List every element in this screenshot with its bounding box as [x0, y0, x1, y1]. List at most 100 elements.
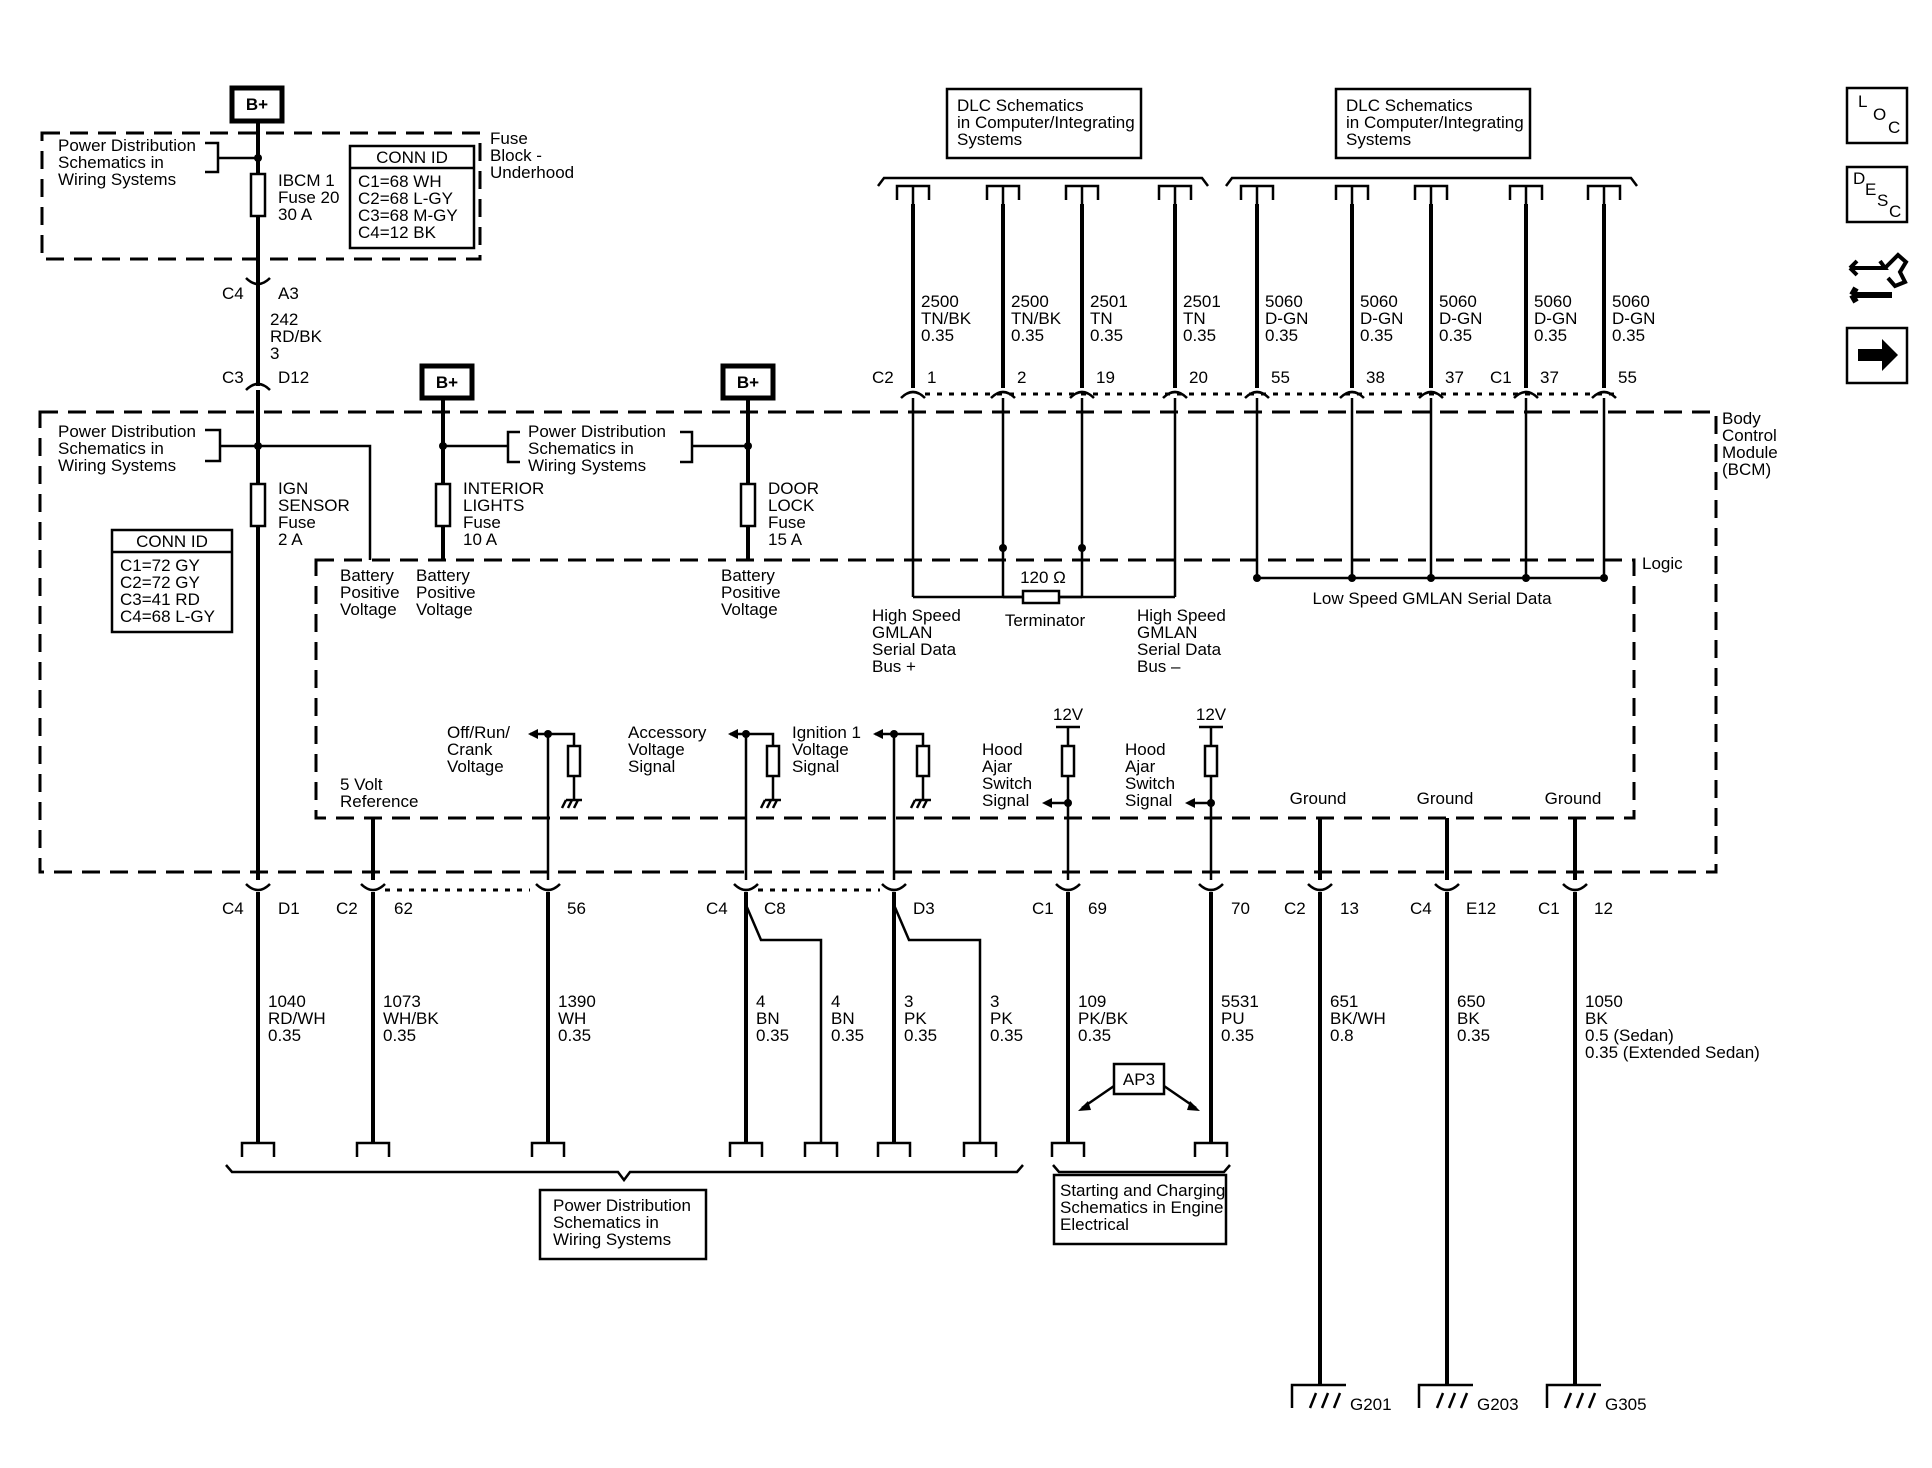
pd-bottom-bracket: [225, 1164, 1024, 1183]
bottom-connector-2: [360, 883, 386, 892]
bottom-wire-circuit: 4: [756, 992, 765, 1011]
ground-g201-icon: G201: [1290, 1143, 1392, 1414]
bottom-wire-color: BK/WH: [1330, 1009, 1386, 1028]
hs-plus-2: GMLAN: [872, 623, 932, 642]
bottom-wire-circuit: 1390: [558, 992, 596, 1011]
bottom-references: Power Distribution Schematics in Wiring …: [225, 1164, 1231, 1261]
connector-tool-icon[interactable]: [1848, 252, 1909, 304]
dlc-wire-color: D-GN: [1439, 309, 1482, 328]
pd-ref-top-bracket: [205, 141, 258, 174]
batt-pos-2-line2: Positive: [416, 583, 476, 602]
dlc-wire-circuit: 2500: [921, 292, 959, 311]
dlc-ref-1-line1: DLC Schematics: [957, 96, 1084, 115]
conn-id-bcm-row2: C2=72 GY: [120, 573, 200, 592]
bottom-wire-circuit: 3: [990, 992, 999, 1011]
fuse-ign-1: IGN: [278, 479, 308, 498]
sc-ref-3: Electrical: [1060, 1215, 1129, 1234]
accessory-2: Voltage: [628, 740, 685, 759]
dlc-terminal-5: [1239, 184, 1275, 204]
pullup-resistor-1: [1060, 744, 1076, 778]
bcm-power-left: Power Distribution Schematics in Wiring …: [58, 390, 400, 880]
fuse-interior-lights-symbol: [434, 482, 452, 528]
bottom-wire-circuit: 650: [1457, 992, 1485, 1011]
desc-icon[interactable]: D E S C: [1845, 165, 1909, 224]
bottom-wire-circuit: 109: [1078, 992, 1106, 1011]
bottom-wire-gauge: 0.8: [1330, 1026, 1354, 1045]
dlc-wire-color: TN/BK: [1011, 309, 1062, 328]
dlc-wire-gauge: 0.35: [1534, 326, 1567, 345]
bottom-wire-gauge: 0.35: [904, 1026, 937, 1045]
fuse-ign-4: 2 A: [278, 530, 303, 549]
main-feed-wire: C4 A3 242 RD/BK 3 C3 D12: [222, 121, 323, 391]
conn-id-top-row2: C2=68 L-GY: [358, 189, 453, 208]
bottom-terminal-5: [803, 1141, 839, 1157]
dlc-terminal-8: [1508, 184, 1544, 204]
batt-pos-1-line2: Positive: [340, 583, 400, 602]
conn-id-table-top: [348, 144, 476, 250]
dlc-wires: 2500TN/BK0.3512500TN/BK0.3522501TN0.3519…: [895, 184, 1655, 597]
bottom-wire-gauge: 0.35: [558, 1026, 591, 1045]
bottom-wire-gauge: 0.35: [1221, 1026, 1254, 1045]
feed-conn-bottom: C3: [222, 368, 244, 387]
hs-plus-4: Bus +: [872, 657, 916, 676]
pin-56: 56: [567, 899, 586, 918]
pin-70: 70: [1231, 899, 1250, 918]
dlc-connector-8: [1513, 390, 1539, 399]
dlc-wire-color: TN/BK: [921, 309, 972, 328]
bottom-wire-color: PU: [1221, 1009, 1245, 1028]
fuse-door-lock-symbol: [739, 482, 757, 528]
pin-c1-12-conn: C1: [1538, 899, 1560, 918]
bottom-wire-gauge: 0.35: [1078, 1026, 1111, 1045]
dlc-wire-color: TN: [1183, 309, 1206, 328]
dlc-terminal-4: [1157, 184, 1193, 204]
bcm-title-2: Control: [1722, 426, 1777, 445]
hood-1-4: Signal: [982, 791, 1029, 810]
hood-2-3: Switch: [1125, 774, 1175, 793]
bottom-connector-1: [245, 883, 271, 892]
fuse-door-4: 15 A: [768, 530, 803, 549]
pd-ref-bottom-2: Schematics in: [553, 1213, 659, 1232]
bottom-connector-3: [535, 883, 561, 892]
pin-c2-62-conn: C2: [336, 899, 358, 918]
hs-plus-3: Serial Data: [872, 640, 957, 659]
feed-pin-top: A3: [278, 284, 299, 303]
dlc-terminal-1: [895, 184, 931, 204]
dlc-wire-gauge: 0.35: [921, 326, 954, 345]
dlc-wire-gauge: 0.35: [1439, 326, 1472, 345]
pd-ref-mid-3: Wiring Systems: [528, 456, 646, 475]
pd-ref-top-1: Power Distribution: [58, 136, 196, 155]
loc-icon[interactable]: L O C: [1845, 86, 1909, 145]
dlc-connector-7: [1418, 390, 1444, 399]
pin-c4-d1-pin: D1: [278, 899, 300, 918]
batt-pos-2-line3: Voltage: [416, 600, 473, 619]
pd-ref-top-3: Wiring Systems: [58, 170, 176, 189]
bottom-terminal-2: [355, 1141, 391, 1157]
ground-g201-label: G201: [1350, 1395, 1392, 1414]
bottom-connector-7: [1198, 883, 1224, 892]
feed-wire-gauge: 3: [270, 344, 279, 363]
bottom-wire-circuit: 1050: [1585, 992, 1623, 1011]
dlc-wire-pin: 20: [1189, 368, 1208, 387]
bottom-wire-circuit: 1040: [268, 992, 306, 1011]
terminator-value: 120 Ω: [1020, 568, 1066, 587]
bottom-terminal-7: [962, 1141, 998, 1157]
next-arrow-icon[interactable]: [1845, 326, 1909, 385]
accessory-3: Signal: [628, 757, 675, 776]
dlc-wire-gauge: 0.35: [1265, 326, 1298, 345]
dlc-wire-color: TN: [1090, 309, 1113, 328]
feed-conn-top: C4: [222, 284, 244, 303]
ground-g305-label: G305: [1605, 1395, 1647, 1414]
connector-c4-a3: [245, 277, 271, 286]
ground-label-3: Ground: [1545, 789, 1602, 808]
pin-c4-c8-pin: C8: [764, 899, 786, 918]
bottom-wire-color: BK: [1457, 1009, 1480, 1028]
bottom-wire-gauge: 0.35: [268, 1026, 301, 1045]
conn-id-bcm-row4: C4=68 L-GY: [120, 607, 215, 626]
bcm-title-3: Module: [1722, 443, 1778, 462]
